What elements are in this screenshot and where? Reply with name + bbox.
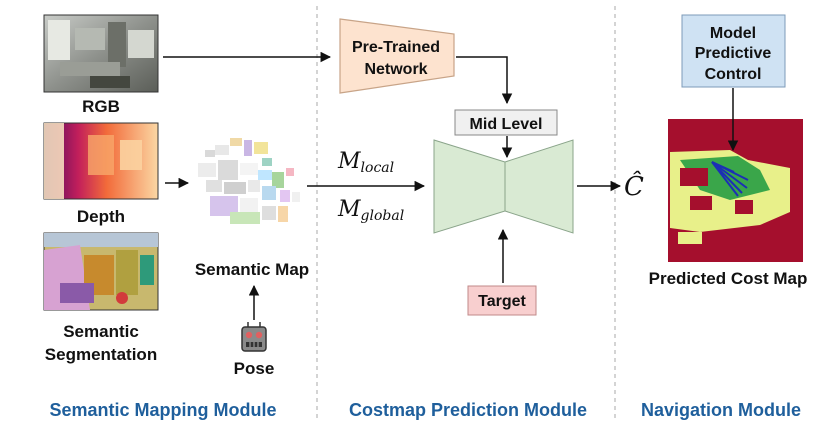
pretrained-label-line2: Network	[364, 61, 427, 78]
mpc-label-line2: Predictive	[695, 45, 772, 62]
mpc-label-line3: Control	[705, 66, 762, 83]
mid-level-label: Mid Level	[470, 116, 543, 133]
module-title-mapping: Semantic Mapping Module	[49, 400, 276, 420]
arrow-pretrained-to-midlevel	[456, 56, 513, 105]
segmentation-label-line1: Semantic	[63, 322, 139, 341]
semantic-map-label: Semantic Map	[195, 260, 309, 279]
robot-icon	[241, 322, 267, 352]
segmentation-label-line2: Segmentation	[45, 345, 157, 364]
c-hat-label: Ĉ	[624, 170, 644, 202]
cost-map-image	[668, 119, 803, 262]
semantic-map-image	[198, 138, 300, 224]
m-global-label: Mglobal	[337, 197, 404, 224]
target-box	[467, 285, 537, 316]
mpc-label-line1: Model	[710, 25, 756, 42]
pretrained-network-box	[339, 18, 455, 94]
module-title-navigation: Navigation Module	[641, 400, 801, 420]
costmap-network	[433, 139, 574, 234]
m-local-label: Mlocal	[337, 149, 394, 176]
depth-label: Depth	[77, 207, 125, 226]
segmentation-image	[43, 232, 159, 311]
mid-level-box	[454, 109, 558, 136]
module-title-costmap: Costmap Prediction Module	[349, 400, 587, 420]
rgb-label: RGB	[82, 97, 120, 116]
pretrained-label-line1: Pre-Trained	[352, 39, 440, 56]
depth-image	[43, 122, 159, 200]
mpc-box	[681, 14, 786, 88]
target-label: Target	[478, 293, 526, 310]
rgb-image	[43, 14, 159, 93]
cost-map-label: Predicted Cost Map	[649, 269, 808, 288]
pose-label: Pose	[234, 359, 275, 378]
